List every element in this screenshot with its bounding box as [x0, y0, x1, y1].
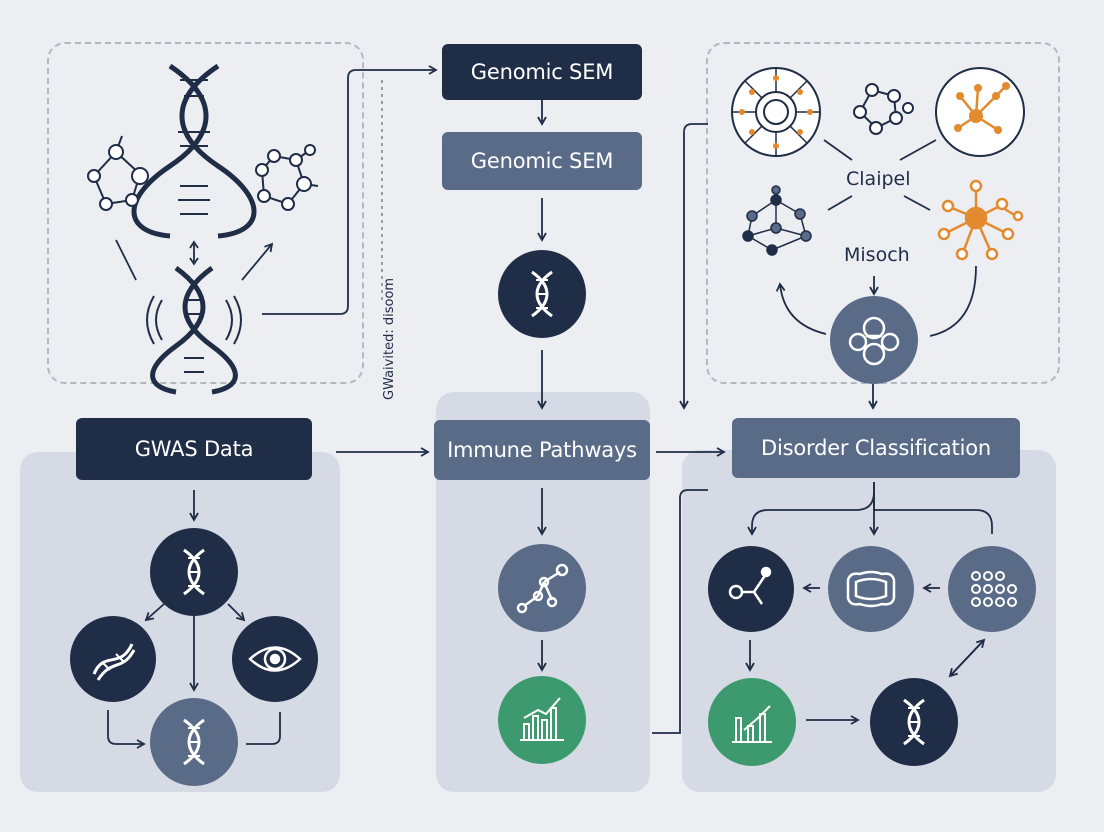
dna-icon	[531, 270, 553, 318]
molecule-node-misoch[interactable]	[830, 296, 918, 384]
gwas-data-box[interactable]: GWAS Data	[76, 418, 312, 480]
cell-icon	[731, 67, 821, 157]
genomic-sem-top-box[interactable]: Genomic SEM	[442, 44, 642, 100]
dna-illustration-panel	[47, 42, 364, 384]
arrow-branch-right	[227, 603, 246, 622]
arrow-dna-to-genomic-sem	[262, 65, 438, 315]
genomic-sem-second-box[interactable]: Genomic SEM	[442, 132, 642, 190]
dna-icon	[183, 718, 205, 766]
network-sub-label: Misoch	[844, 244, 910, 266]
organ-node-class[interactable]	[828, 546, 914, 632]
network-center-label: Claipel	[846, 168, 911, 190]
bar-chart-node-class[interactable]	[708, 678, 796, 766]
dna-icon	[183, 548, 205, 596]
dna-helix-large	[131, 63, 257, 239]
arrow-network-panel-down	[679, 123, 708, 410]
network-graph-icon	[516, 563, 569, 614]
dna-node-class[interactable]	[870, 678, 958, 766]
line-right-to-bottom	[246, 712, 281, 745]
orange-tree-icon	[935, 67, 1025, 157]
dna-node-center[interactable]	[498, 250, 586, 338]
molecule-right	[255, 144, 319, 211]
arrow-branch-disorder-right	[873, 492, 993, 534]
network-graph-left-icon	[742, 185, 812, 256]
dna-node-gwas-left[interactable]	[70, 616, 156, 702]
bar-chart-node-immune[interactable]	[498, 676, 586, 764]
molecule-icon	[848, 316, 900, 366]
molecule-left	[87, 135, 149, 211]
bar-chart-icon	[732, 705, 772, 743]
molecule-small-icon	[853, 83, 914, 135]
eye-node-gwas-right[interactable]	[232, 616, 318, 702]
disorder-classification-box[interactable]: Disorder Classification	[732, 418, 1020, 478]
arrow-branch-disorder-left	[747, 482, 875, 536]
network-graph-orange-icon	[937, 179, 1024, 261]
bar-chart-icon	[520, 697, 564, 741]
line-chart-to-classification	[652, 489, 708, 734]
arrow-branch-left	[144, 603, 165, 622]
network-graph-icon	[728, 566, 772, 605]
grid-node-class[interactable]	[948, 546, 1036, 632]
dot-grid-icon	[971, 571, 1017, 607]
vertical-connector-label: GWaivited: disoom	[382, 277, 397, 400]
dna-icon	[903, 698, 925, 746]
network-node-immune[interactable]	[498, 544, 586, 632]
organ-icon	[846, 570, 896, 608]
immune-pathways-box[interactable]: Immune Pathways	[434, 420, 650, 480]
dna-icon	[92, 643, 136, 681]
network-node-class[interactable]	[708, 546, 794, 632]
arrow-left-to-bottom	[107, 710, 146, 749]
dna-node-gwas-top[interactable]	[150, 528, 238, 616]
eye-icon	[248, 646, 302, 672]
dna-node-gwas-bottom[interactable]	[150, 698, 238, 786]
dna-helix-small	[150, 265, 238, 395]
